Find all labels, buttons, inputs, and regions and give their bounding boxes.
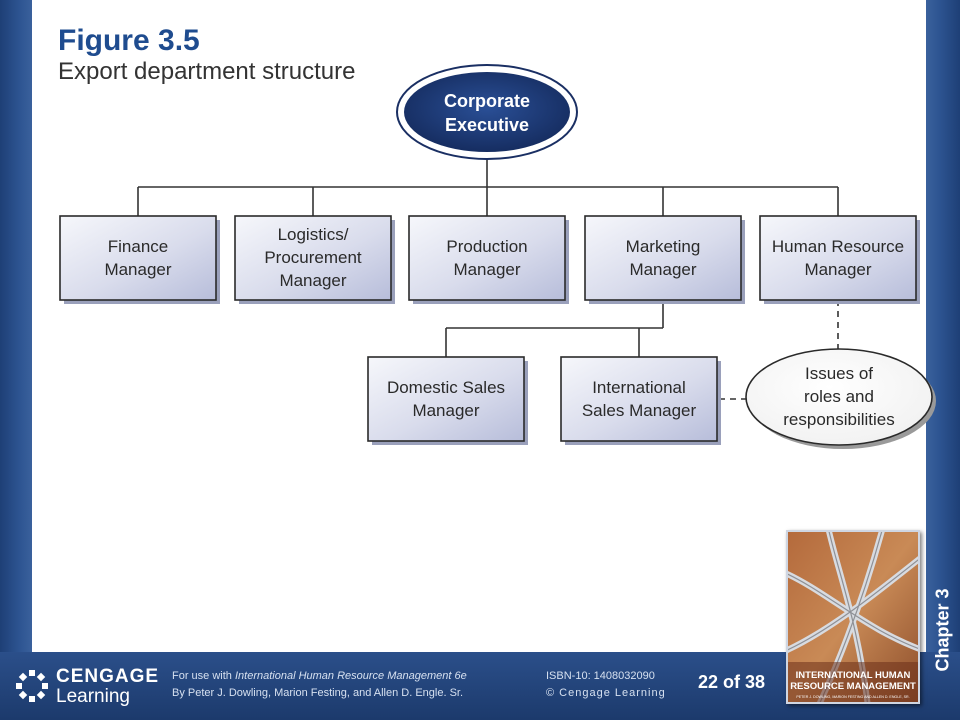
issues-node: Issues of roles and responsibilities [745, 348, 936, 449]
sales-box-domestic: Domestic Sales Manager [367, 356, 528, 445]
international-label-line-2: Sales Manager [582, 401, 697, 420]
figure-subtitle: Export department structure [58, 58, 356, 85]
footer-isbn: ISBN-10: 1408032090 [546, 670, 655, 682]
footer-credits: For use with International Human Resourc… [172, 668, 467, 702]
cengage-logo-icon [16, 670, 48, 702]
finance-label-line-1: Finance [108, 237, 168, 256]
manager-box-marketing: Marketing Manager [584, 215, 745, 304]
figure-title: Figure 3.5 [58, 24, 200, 57]
right-band [926, 0, 960, 720]
sales-box-international: International Sales Manager [560, 356, 721, 445]
marketing-label-line-2: Manager [629, 260, 696, 279]
footer-publisher: ISBN-10: 1408032090 © Cengage Learning [546, 668, 666, 702]
production-label-line-1: Production [446, 237, 527, 256]
logo-wordmark-top: CENGAGE [56, 666, 160, 687]
logistics-label-line-1: Logistics/ [278, 225, 349, 244]
footer-credit-line-1: For use with International Human Resourc… [172, 670, 467, 682]
executive-label-line-2: Executive [445, 115, 529, 135]
logistics-label-line-2: Procurement [264, 248, 362, 267]
issues-label-line-3: responsibilities [783, 410, 895, 429]
chapter-tab: Chapter 3 [926, 560, 960, 700]
executive-node: Corporate Executive [396, 64, 578, 160]
domestic-label-line-2: Manager [412, 401, 479, 420]
chapter-label: Chapter 3 [932, 588, 953, 672]
manager-box-hr: Human Resource Manager [759, 215, 920, 304]
cover-authors: PETER J. DOWLING, MARION FESTING AND ALL… [796, 695, 909, 699]
page-counter: 22 of 38 [698, 672, 766, 692]
connector-lines [137, 155, 839, 400]
logo-wordmark-bottom: Learning [56, 686, 130, 707]
manager-box-logistics: Logistics/ Procurement Manager [234, 215, 395, 304]
manager-box-finance: Finance Manager [59, 215, 220, 304]
hr-label-line-1: Human Resource [772, 237, 904, 256]
domestic-label-line-1: Domestic Sales [387, 378, 505, 397]
issues-label-line-1: Issues of [805, 364, 873, 383]
issues-label-line-2: roles and [804, 387, 874, 406]
international-label-line-1: International [592, 378, 686, 397]
production-label-line-2: Manager [453, 260, 520, 279]
logistics-label-line-3: Manager [279, 271, 346, 290]
footer-credit-line-2: By Peter J. Dowling, Marion Festing, and… [172, 687, 464, 699]
manager-box-production: Production Manager [408, 215, 569, 304]
hr-label-line-2: Manager [804, 260, 871, 279]
executive-label-line-1: Corporate [444, 91, 530, 111]
finance-label-line-2: Manager [104, 260, 171, 279]
left-band [0, 0, 32, 720]
cover-title-line-2: RESOURCE MANAGEMENT [790, 681, 916, 692]
footer-copyright: © Cengage Learning [546, 687, 666, 699]
marketing-label-line-1: Marketing [626, 237, 701, 256]
book-cover-image: INTERNATIONAL HUMAN RESOURCE MANAGEMENT … [786, 530, 920, 704]
cengage-logo: CENGAGE Learning [14, 664, 164, 710]
cover-title-line-1: INTERNATIONAL HUMAN [796, 670, 911, 681]
